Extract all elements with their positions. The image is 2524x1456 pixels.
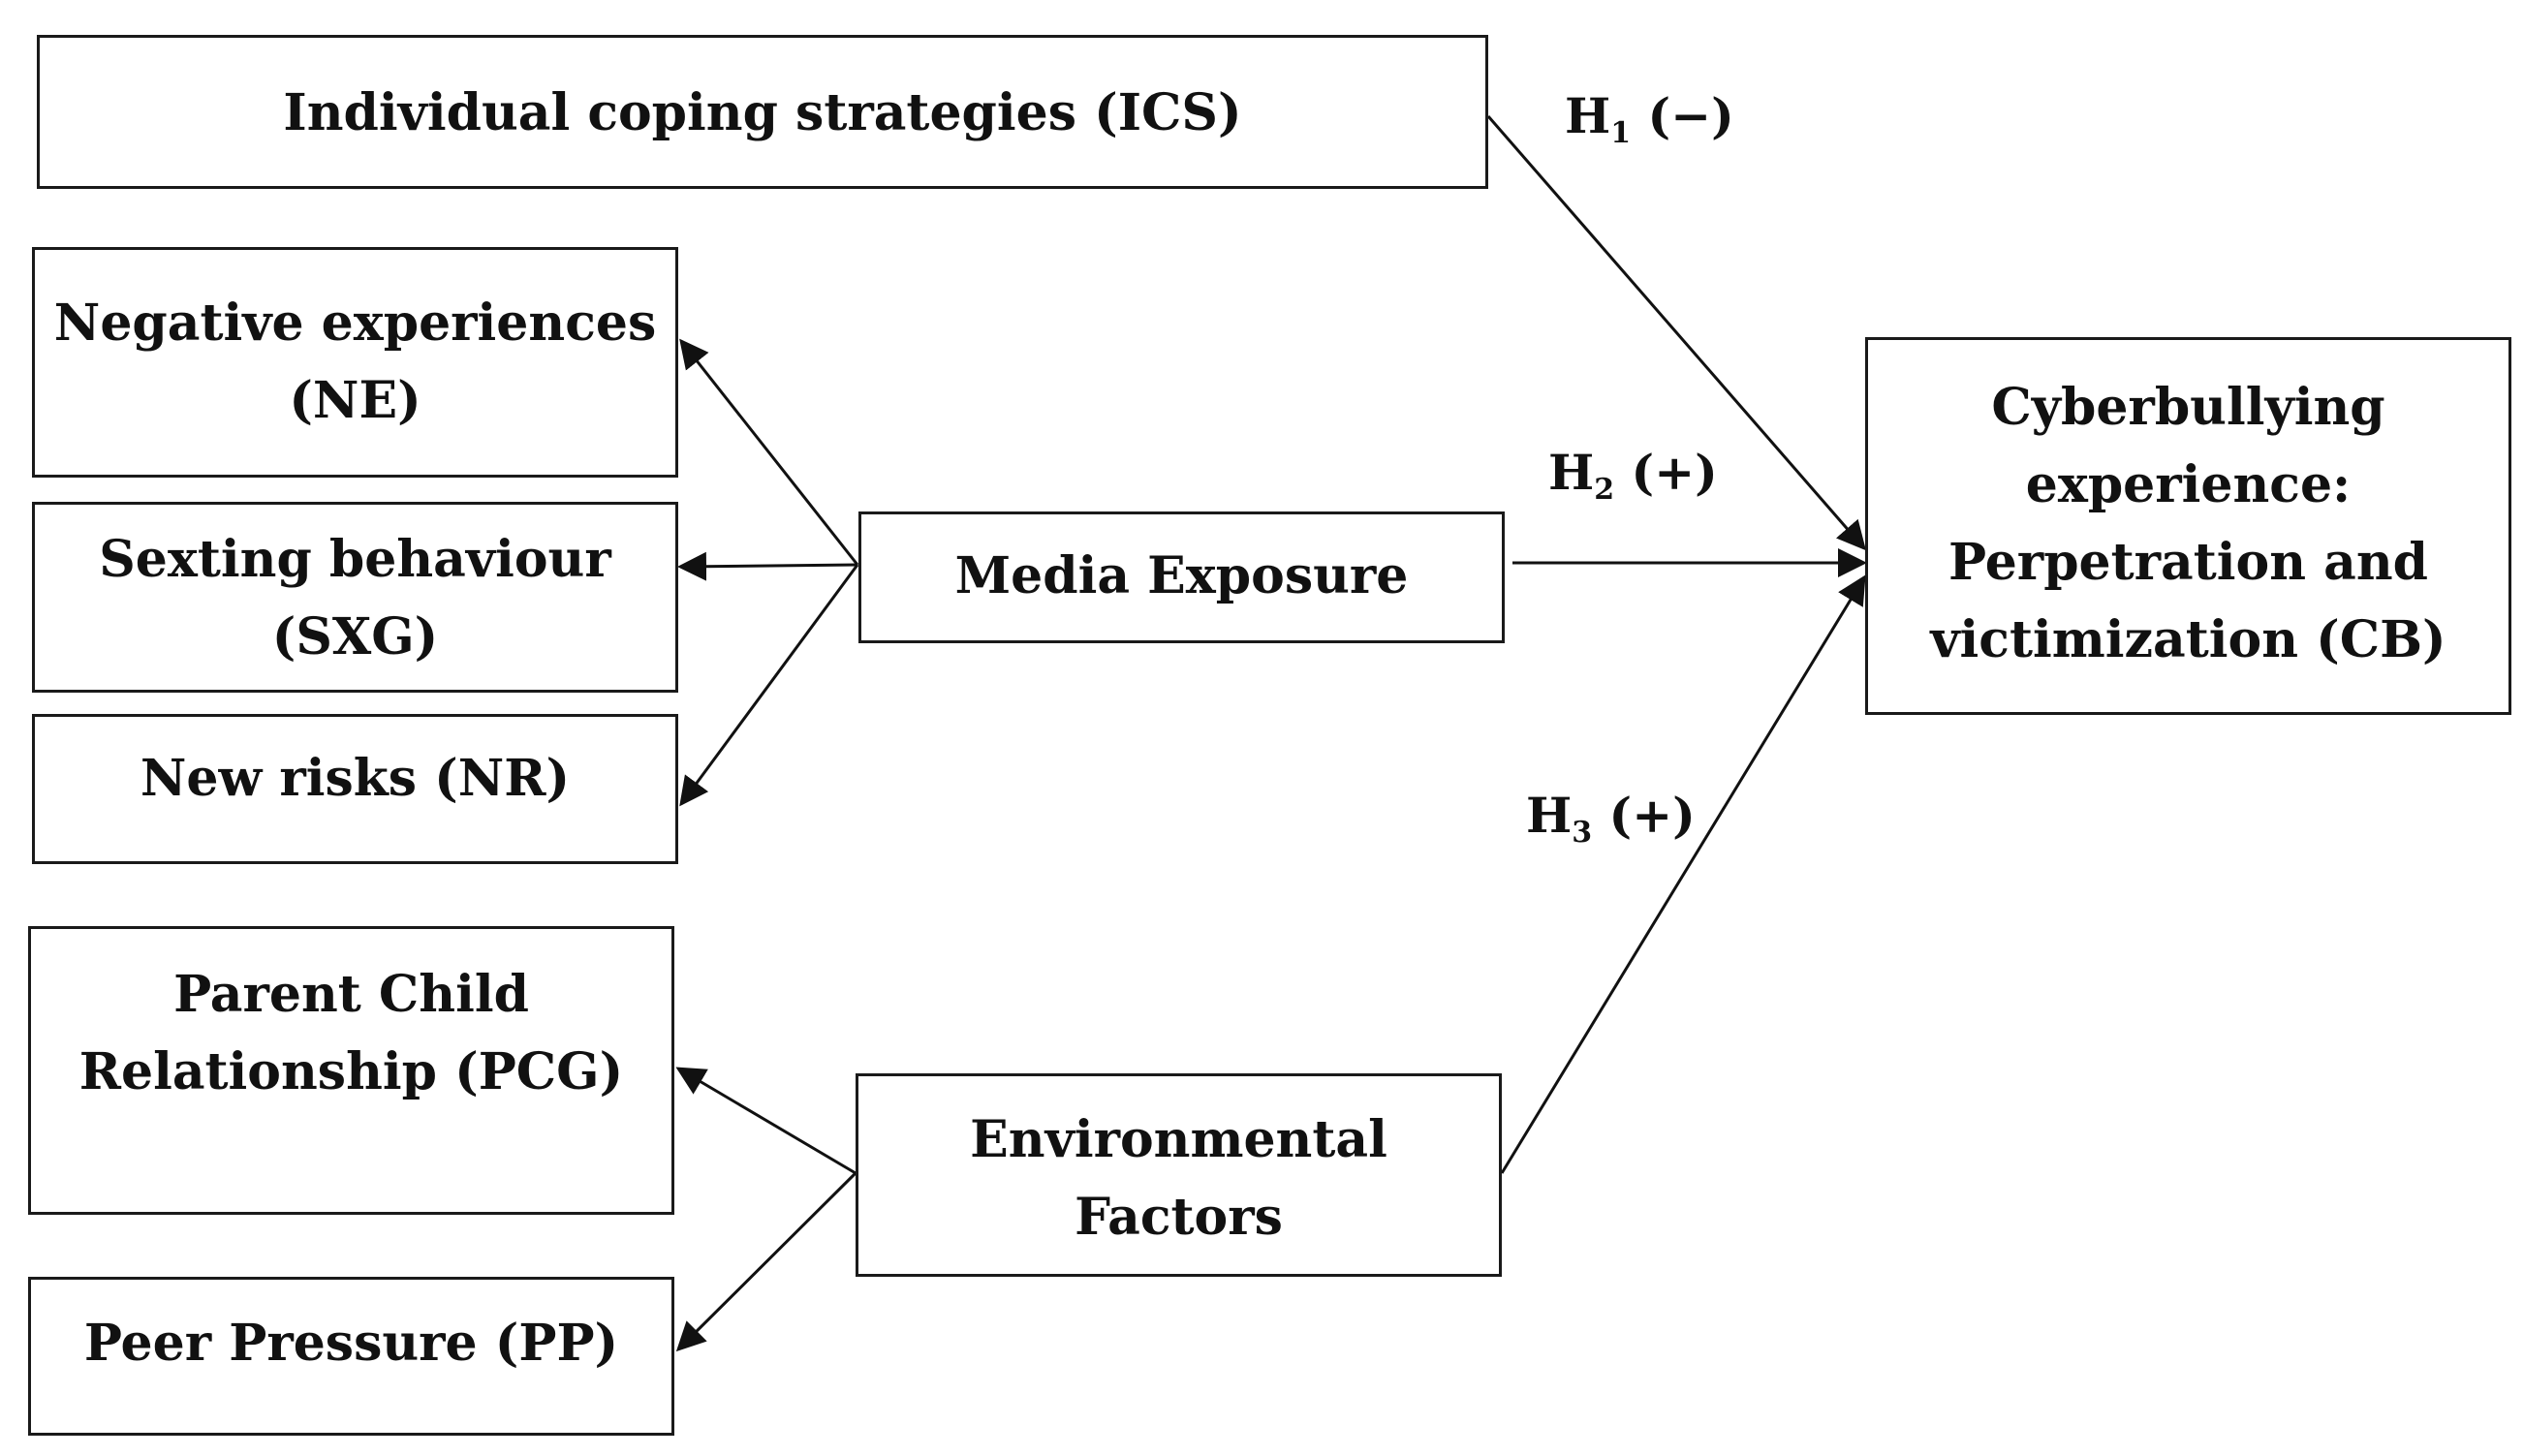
node-pp: Peer Pressure (PP) [28,1277,674,1436]
node-cb-line-1: Cyberbullying [1991,378,2385,437]
arrow-media-to-nr [679,564,859,807]
node-cb-line-2: experience: [2025,455,2352,514]
node-cb-line-4: victimization (CB) [1930,610,2446,669]
hypothesis-label-h3: H3 (+) [1526,787,1696,850]
h1-subscript: 1 [1610,116,1632,150]
h1-letter: H [1565,87,1611,144]
node-ics-line-1: Individual coping strategies (ICS) [283,83,1242,142]
node-sxg-line-2: (SXG) [271,607,439,666]
node-nr-line-1: New risks (NR) [140,749,571,808]
h1-sign: (−) [1647,87,1734,144]
arrow-env-to-pcg [675,1067,857,1175]
arrow-h1-ics-to-cb [1486,115,1866,551]
node-pcg-line-2: Relationship (PCG) [78,1042,624,1101]
arrow-env-to-pp [675,1171,857,1352]
node-env: Environmental Factors [856,1073,1502,1277]
arrow-media-to-ne [679,338,859,566]
arrow-media-to-sxg [677,551,858,581]
node-sxg: Sexting behaviour (SXG) [32,502,678,693]
h3-letter: H [1526,787,1573,844]
hypothesis-label-h1: H1 (−) [1565,87,1734,150]
node-env-line-1: Environmental Factors [970,1110,1387,1247]
node-pp-line-1: Peer Pressure (PP) [83,1314,619,1373]
node-media-line-1: Media Exposure [954,546,1409,605]
h2-sign: (+) [1631,444,1718,501]
h2-letter: H [1548,444,1595,501]
node-nr: New risks (NR) [32,714,678,864]
node-ics: Individual coping strategies (ICS) [37,35,1488,189]
h2-subscript: 2 [1594,473,1615,507]
node-cb: Cyberbullying experience: Perpetration a… [1865,337,2511,715]
h3-subscript: 3 [1572,816,1593,850]
node-pcg: Parent Child Relationship (PCG) [28,926,674,1215]
node-ne-line-1: Negative experiences [53,294,657,353]
node-ne: Negative experiences (NE) [32,247,678,478]
hypothesis-label-h2: H2 (+) [1548,444,1718,507]
arrow-h3-env-to-cb [1500,574,1866,1174]
h3-sign: (+) [1608,787,1696,844]
node-pcg-line-1: Parent Child [173,965,529,1024]
node-media: Media Exposure [858,511,1505,643]
node-sxg-line-1: Sexting behaviour [99,530,611,589]
node-cb-line-3: Perpetration and [1948,533,2428,592]
node-ne-line-2: (NE) [289,371,421,430]
